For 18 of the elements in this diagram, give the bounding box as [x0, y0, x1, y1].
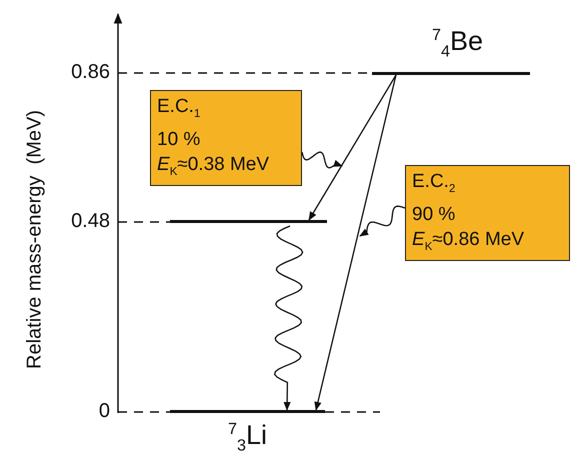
wavy-pointer-arrow — [301, 152, 343, 168]
box-text: 90 % — [412, 202, 456, 227]
axis-title: Relative mass-energy (MeV) — [24, 109, 46, 371]
energy-level — [372, 26, 530, 75]
box-text: E$_{K}$≈0.86 MeV — [412, 228, 526, 255]
decay-arrow — [308, 74, 397, 221]
tick-label: 0.48 — [70, 210, 110, 233]
tick-label: 0.86 — [70, 61, 110, 84]
gamma-ray-arrow — [274, 225, 304, 411]
tick-label: 0 — [98, 400, 110, 423]
decay-arrow — [314, 74, 397, 411]
wavy-pointer-arrow — [359, 206, 406, 237]
annotation-box — [405, 165, 570, 261]
annotation-box — [150, 90, 302, 186]
box-text: E.C.$_{1}$ — [157, 95, 202, 122]
box-text: E.C.$_{2}$ — [412, 170, 456, 197]
box-text: 10 % — [157, 128, 202, 152]
box-text: E$_{K}$≈0.38 MeV — [157, 152, 270, 180]
